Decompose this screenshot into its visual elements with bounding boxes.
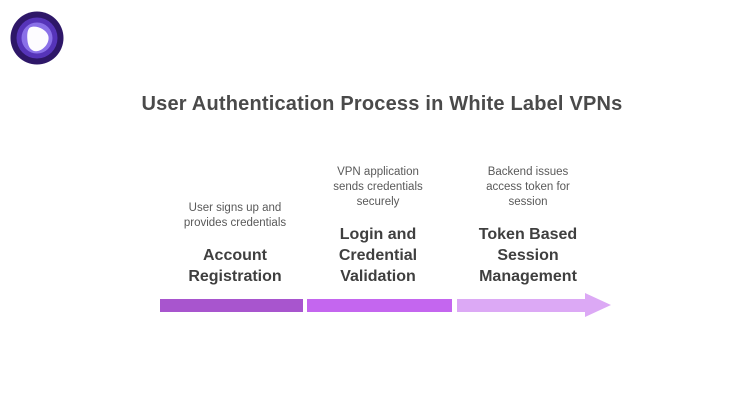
step-description: User signs up and provides credentials (183, 202, 287, 229)
step-label: Account Registration (188, 247, 282, 285)
step-description: Backend issues access token for session (486, 166, 570, 208)
step-login-credential-validation: VPN application sends credentials secure… (303, 165, 453, 287)
step-label: Login and Credential Validation (338, 226, 418, 285)
brand-logo-icon (10, 11, 64, 65)
logo-pick-shape (27, 26, 49, 52)
diagram-title: User Authentication Process in White Lab… (141, 93, 623, 115)
timeline-arrowhead-icon (585, 293, 611, 317)
timeline-segment-1 (160, 299, 303, 312)
brand-logo (10, 11, 64, 65)
step-account-registration: User signs up and provides credentials A… (160, 201, 310, 287)
timeline-segment-2 (307, 299, 452, 312)
step-label: Token Based Session Management (478, 226, 578, 285)
timeline-segment-3 (457, 299, 586, 312)
step-description: VPN application sends credentials secure… (333, 166, 423, 208)
step-token-session-management: Backend issues access token for session … (447, 165, 609, 287)
